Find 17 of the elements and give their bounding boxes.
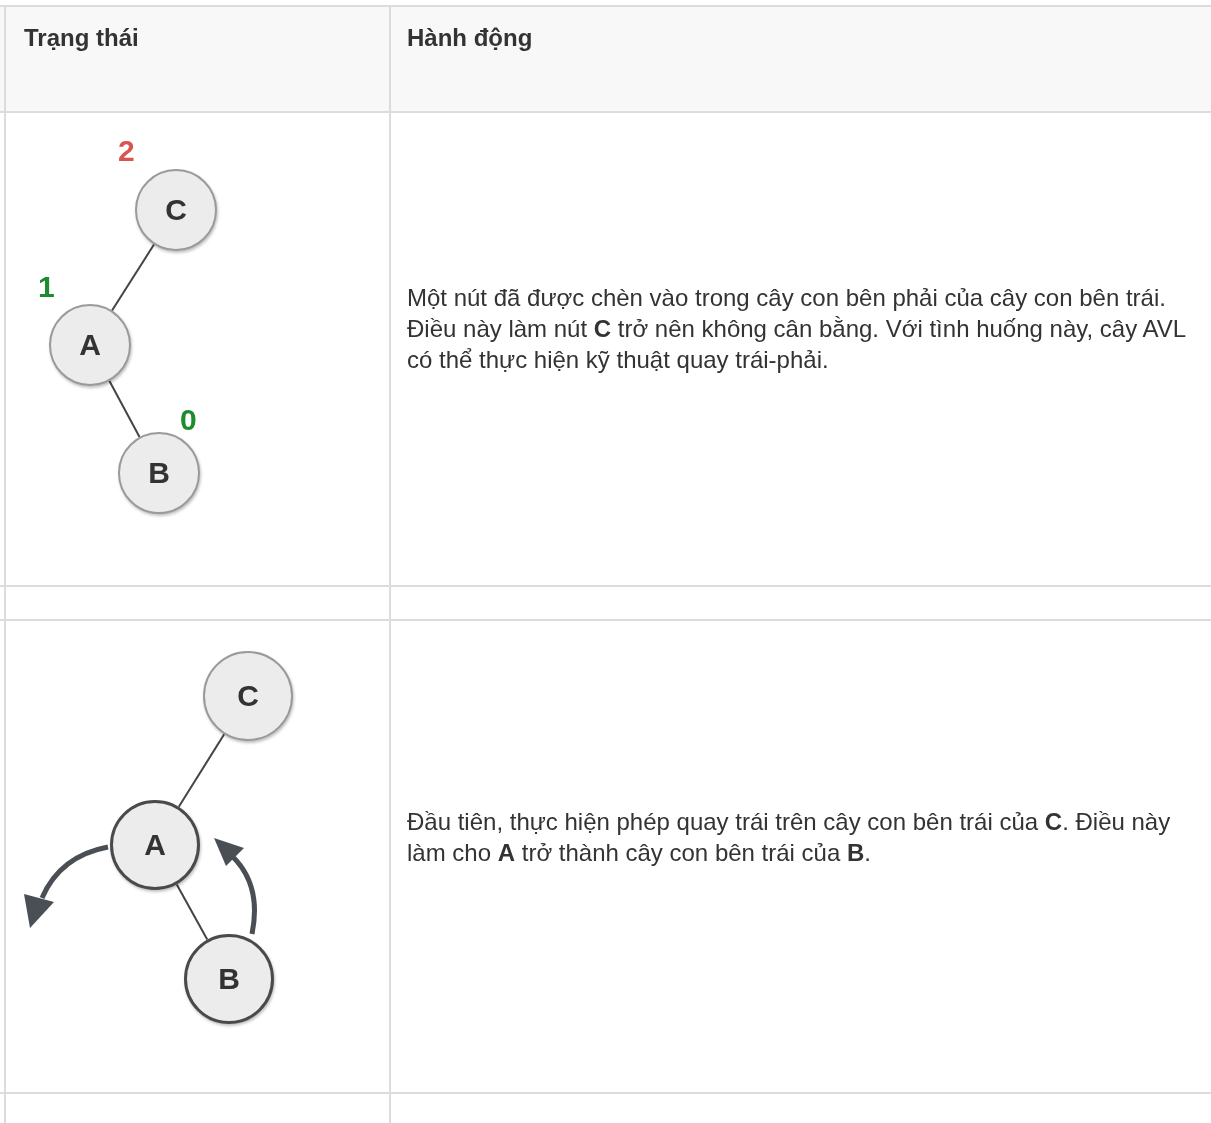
- description-text: Một nút đã được chèn vào trong cây con bên phải của cây con bên trái. Điều này làm nút C trở nên không cân bằng. Với tình huống này, cây AVL có thể thực hiện kỹ thuật quay trái-phải.: [407, 283, 1187, 375]
- tree-edge: [177, 733, 226, 808]
- tree-node: B: [184, 934, 274, 1024]
- tree-node: A: [49, 304, 131, 386]
- column-header: Trạng thái: [24, 24, 139, 52]
- tree-edge: [175, 883, 209, 941]
- tree-node: B: [118, 432, 200, 514]
- balance-factor: 2: [118, 136, 135, 166]
- column-header: Hành động: [407, 24, 533, 52]
- balance-factor: 1: [38, 272, 55, 302]
- tree-edge: [111, 243, 155, 312]
- balance-factor: 0: [180, 405, 197, 435]
- description-text: Đầu tiên, thực hiện phép quay trái trên cây con bên trái của C. Điều này làm cho A trở thành cây con bên trái của B.: [407, 807, 1172, 868]
- tree-node: C: [135, 169, 217, 251]
- tree-node: A: [110, 800, 200, 890]
- tree-edge: [108, 380, 141, 438]
- tree-node: C: [203, 651, 293, 741]
